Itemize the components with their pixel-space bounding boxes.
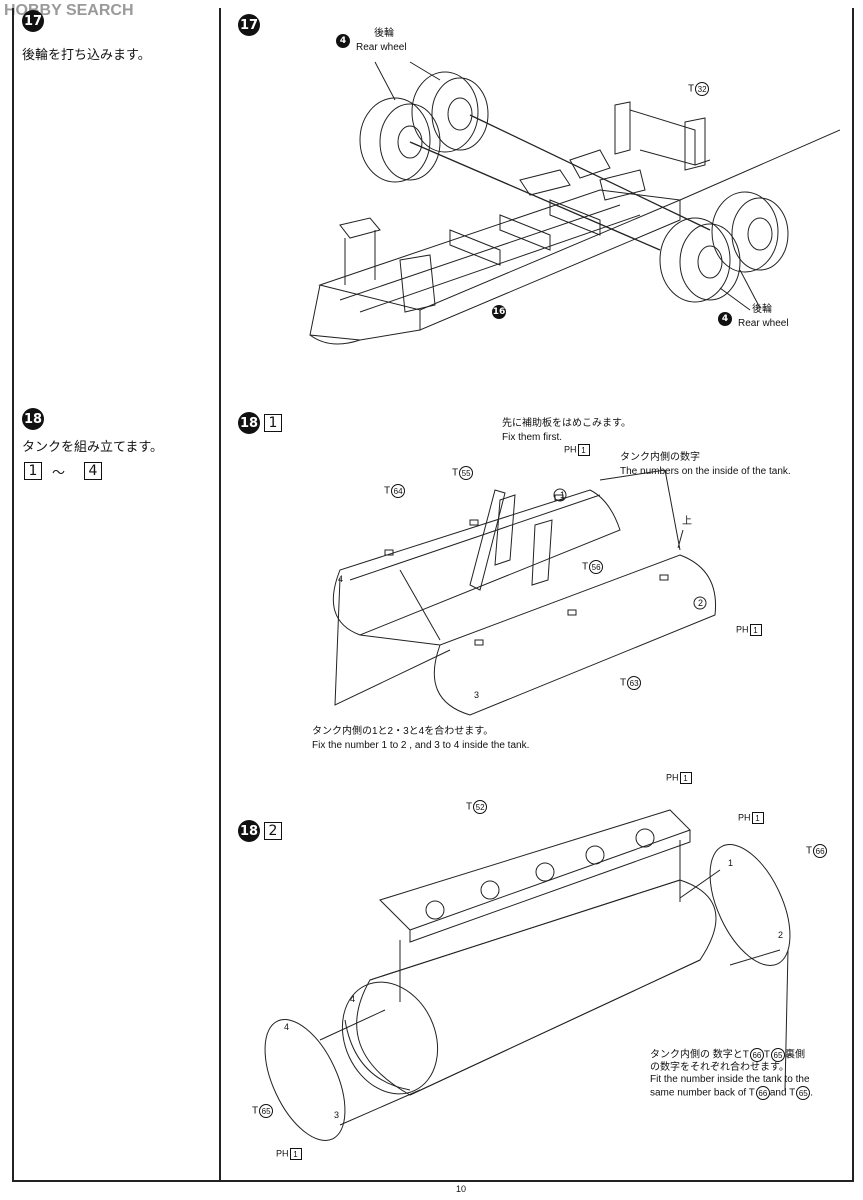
t64-prefix: T	[384, 485, 391, 497]
t56-prefix: T	[582, 561, 589, 573]
tank-sheet-illustration	[332, 470, 717, 716]
match-numbers-note-en: Fix the number 1 to 2 , and 3 to 4 insid…	[312, 740, 530, 751]
t65-prefix: T	[252, 1105, 259, 1117]
part-16-badge: 16	[492, 305, 506, 319]
tank-number-4-sheet1: 4	[338, 574, 344, 584]
rear-wheel-label-en-top: Rear wheel	[356, 42, 407, 53]
note-text: タンク内側の 数字とT	[650, 1049, 749, 1061]
up-label: 上	[682, 516, 692, 527]
match-caps-note-en-line1: Fit the number inside the tank to the	[650, 1074, 810, 1085]
ph-prefix: PH	[276, 1148, 289, 1159]
tank-number-4-body: 4	[350, 994, 356, 1004]
part-4-badge-bottom: 4	[718, 312, 732, 326]
t52-prefix: T	[466, 801, 473, 813]
t63-prefix: T	[620, 677, 627, 689]
tank-number-2-cap: 2	[778, 930, 784, 940]
step-18-range-end: 4	[84, 462, 102, 480]
note-text: .	[810, 1087, 814, 1099]
t55-prefix: T	[452, 467, 459, 479]
step-18-badge: 18	[22, 408, 44, 430]
ph-number: 1	[749, 624, 762, 636]
ph-number: 1	[577, 444, 590, 456]
ph-number: 1	[289, 1148, 302, 1160]
t32-number: 32	[695, 82, 710, 96]
frame-bottom-border	[12, 1180, 854, 1182]
t64-number: 64	[391, 484, 406, 498]
tank-number-4-cap: 4	[284, 1022, 290, 1032]
fix-first-note-en: Fix them first.	[502, 432, 563, 443]
t63-number: 63	[627, 676, 642, 690]
rear-wheel-label-jp-bottom: 後輪	[752, 304, 772, 315]
t55-number: 55	[459, 466, 474, 480]
step-18-1-badge: 18	[238, 412, 260, 434]
tank-assembly-illustration	[264, 809, 791, 1141]
ph-prefix: PH	[738, 812, 751, 823]
note-text: same number back of T	[650, 1087, 755, 1099]
ph-prefix: PH	[666, 772, 679, 783]
tank-number-3-cap: 3	[334, 1110, 340, 1120]
t66-number: 66	[755, 1086, 770, 1100]
step-17-instruction: 後輪を打ち込みます。	[22, 48, 151, 63]
ph-prefix: PH	[564, 444, 577, 455]
step-18-range-start: 1	[24, 462, 42, 480]
t32-prefix: T	[688, 83, 695, 95]
t52-number: 52	[473, 800, 488, 814]
t65-number: 65	[796, 1086, 811, 1100]
t56-number: 56	[589, 560, 604, 574]
t66-number: 66	[813, 844, 828, 858]
ph-prefix: PH	[736, 624, 749, 635]
tank-number-3-sheet1: 3	[474, 690, 480, 700]
numbers-inside-note-jp: タンク内側の数字	[620, 452, 700, 463]
note-text: and T	[769, 1087, 796, 1099]
t65-number: 65	[771, 1048, 785, 1062]
step-18-range-separator: ～	[52, 466, 66, 481]
note-text: T	[763, 1049, 770, 1061]
step-18-1-subnumber: 1	[264, 414, 282, 432]
step-18-2-subnumber: 2	[264, 822, 282, 840]
match-caps-note-jp-line2: の数字をそれぞれ合わせます。	[650, 1062, 789, 1073]
step-18-instruction: タンクを組み立てます。	[22, 440, 164, 455]
tank-number-2-sheet1: 2	[698, 598, 704, 608]
ph-number: 1	[679, 772, 692, 784]
t65-number: 65	[259, 1104, 274, 1118]
frame-right-border	[852, 8, 854, 1180]
tank-number-1-cap: 1	[728, 858, 734, 868]
step-18-2-badge: 18	[238, 820, 260, 842]
rear-wheel-label-jp-top: 後輪	[374, 28, 394, 39]
numbers-inside-note-en: The numbers on the inside of the tank.	[620, 466, 791, 477]
rear-wheel-label-en-bottom: Rear wheel	[738, 318, 789, 329]
fix-first-note-jp: 先に補助板をはめこみます。	[502, 418, 631, 429]
frame-middle-divider	[219, 8, 221, 1180]
step-17-badge: 17	[22, 10, 44, 32]
frame-left-border	[12, 8, 14, 1180]
part-4-badge-top: 4	[336, 34, 350, 48]
note-text: 裏側	[785, 1049, 805, 1061]
t66-prefix: T	[806, 845, 813, 857]
chassis-illustration	[309, 61, 840, 345]
ph-number: 1	[751, 812, 764, 824]
step-17-diagram-badge: 17	[238, 14, 260, 36]
match-numbers-note-jp: タンク内側の1と2・3と4を合わせます。	[312, 726, 494, 737]
page-number: 10	[456, 1184, 467, 1194]
t66-number: 66	[749, 1048, 764, 1062]
